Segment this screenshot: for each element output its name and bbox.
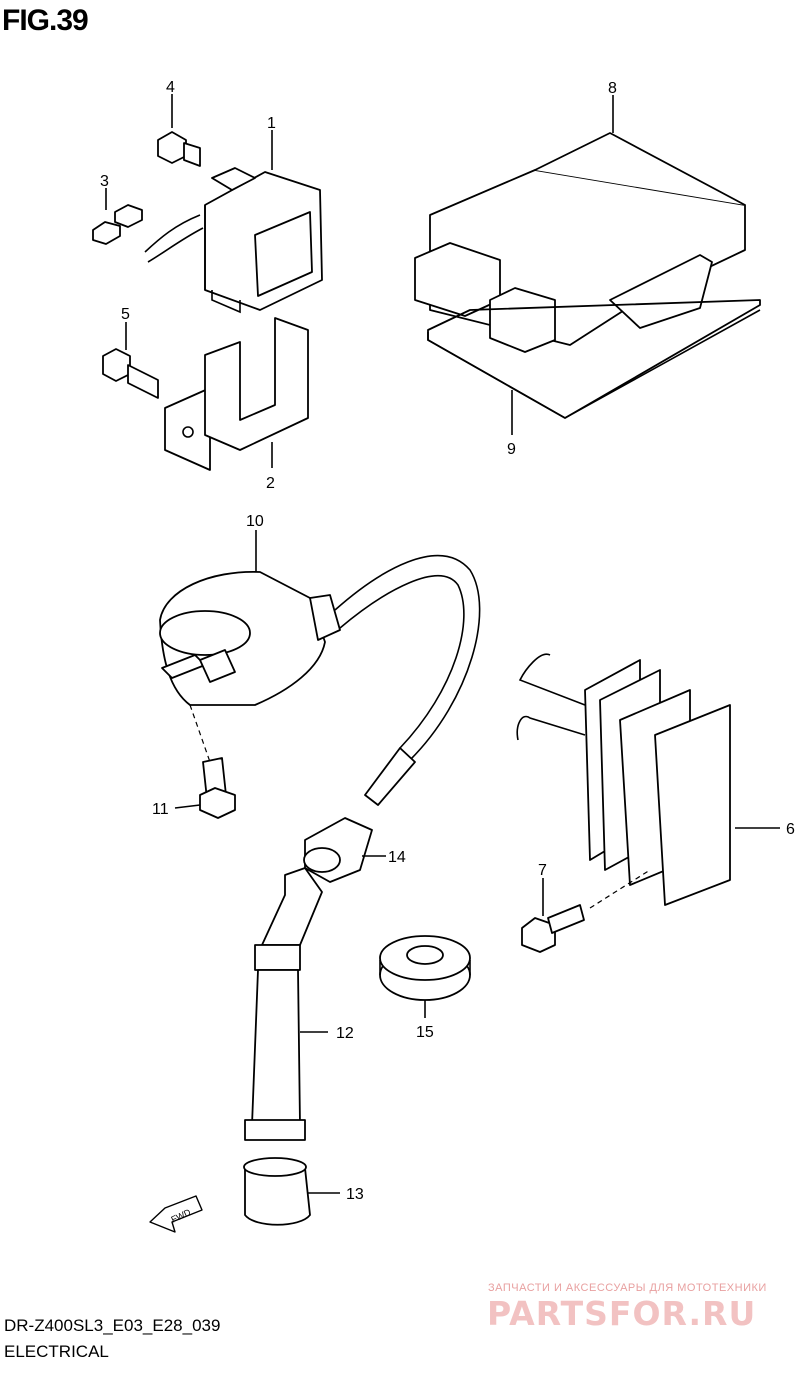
- callout-labels: 1 2 3 4 5 6 7 8 9 10 11 12 13 14 15: [100, 79, 795, 1203]
- part-2-bracket: [164, 317, 309, 471]
- part-3-cushions: [92, 204, 143, 245]
- section-title: ELECTRICAL: [4, 1342, 109, 1361]
- part-11-bolt: [189, 704, 236, 819]
- callout-10: 10: [246, 513, 264, 530]
- part-8-cdi-unit: [414, 132, 746, 353]
- callout-4: 4: [166, 79, 175, 96]
- callout-6: 6: [786, 821, 795, 838]
- part-12-plug-cap: [244, 867, 323, 1141]
- callout-9: 9: [507, 441, 516, 458]
- model-code: DR-Z400SL3_E03_E28_039: [4, 1316, 221, 1335]
- callout-1: 1: [267, 115, 276, 132]
- fwd-arrow: FWD: [149, 1195, 203, 1233]
- callout-3: 3: [100, 173, 109, 190]
- callout-2: 2: [266, 475, 275, 492]
- part-10-ignition-coil: [159, 554, 481, 806]
- leader-lines: [105, 94, 780, 1194]
- callout-11: 11: [152, 801, 169, 818]
- part-1-relay: [144, 167, 323, 314]
- watermark-tagline: ЗАПЧАСТИ И АКСЕССУАРЫ ДЛЯ МОТОТЕХНИКИ: [488, 1282, 767, 1294]
- callout-14: 14: [388, 849, 406, 866]
- callout-7: 7: [538, 862, 547, 879]
- callout-15: 15: [416, 1024, 434, 1041]
- part-4-bolt: [157, 131, 201, 167]
- part-9-pad: [427, 299, 761, 419]
- callout-5: 5: [121, 306, 130, 323]
- part-6-regulator: [516, 653, 731, 906]
- figure-title: FIG.39: [2, 4, 89, 37]
- part-14-cap: [303, 817, 373, 883]
- watermark-logo: PARTSFOR.RU: [487, 1294, 757, 1333]
- callout-8: 8: [608, 80, 617, 97]
- callout-13: 13: [346, 1186, 364, 1203]
- part-15-grommet: [379, 935, 471, 1001]
- part-5-bolt: [102, 348, 159, 399]
- callout-12: 12: [336, 1025, 354, 1042]
- part-7-screw: [521, 869, 651, 953]
- part-13-cover: [243, 1157, 311, 1226]
